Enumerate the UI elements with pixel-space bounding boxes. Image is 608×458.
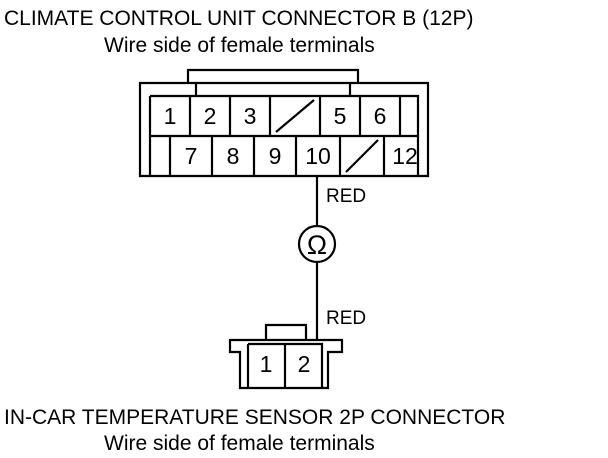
pin-label: 2 — [298, 351, 311, 377]
sensor-connector-subtitle: Wire side of female terminals — [104, 432, 375, 455]
sensor-connector-title: IN-CAR TEMPERATURE SENSOR 2P CONNECTOR — [4, 406, 505, 429]
connector-b: 1 2 3 5 6 7 8 9 10 12 — [138, 68, 430, 178]
pin-label: 1 — [260, 351, 273, 377]
empty-cavity-slash — [345, 139, 379, 173]
sensor-connector-latch — [264, 323, 308, 340]
wire-label-upper: RED — [326, 186, 366, 207]
sensor-connector-housing — [228, 338, 344, 390]
empty-cavity-slash — [275, 99, 315, 133]
sensor-connector: 1 2 — [228, 323, 344, 390]
pin-label: 7 — [185, 143, 198, 169]
pin-label: 1 — [164, 103, 177, 129]
pin-label: 5 — [334, 103, 347, 129]
pin-label: 6 — [374, 103, 387, 129]
connector-b-latch — [186, 68, 360, 83]
pin-label: 8 — [227, 143, 240, 169]
connector-b-subtitle: Wire side of female terminals — [104, 34, 375, 57]
pin-label: 12 — [392, 143, 418, 169]
sensor-connector-inner-top — [248, 342, 324, 388]
ohmmeter: Ω — [297, 224, 337, 264]
ohm-symbol: Ω — [307, 230, 327, 260]
connector-b-housing — [138, 81, 430, 178]
pin-label: 9 — [269, 143, 282, 169]
pin-label: 2 — [204, 103, 217, 129]
connector-b-title: CLIMATE CONTROL UNIT CONNECTOR B (12P) — [4, 7, 473, 30]
wire-label-lower: RED — [326, 308, 366, 329]
pin-label: 3 — [244, 103, 257, 129]
pin-label: 10 — [305, 143, 331, 169]
connector-b-inner-top — [150, 94, 420, 176]
